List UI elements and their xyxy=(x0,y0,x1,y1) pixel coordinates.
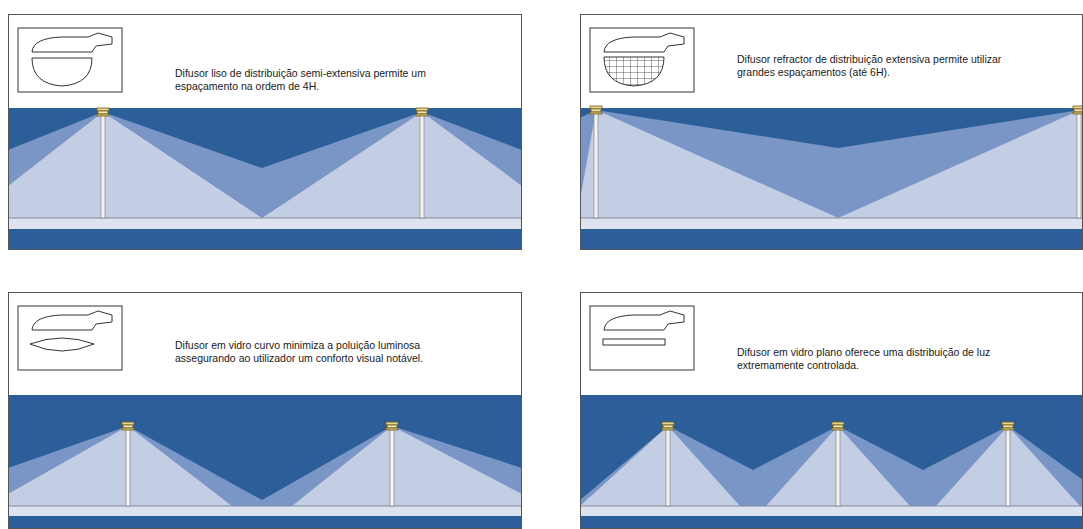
caption-text: Difusor em vidro curvo minimiza a poluiç… xyxy=(175,339,475,365)
caption-panel: Difusor refractor de distribuição extens… xyxy=(580,14,1083,250)
caption-panel: Difusor liso de distribuição semi-extens… xyxy=(8,14,522,250)
panel-curved-glass xyxy=(8,306,522,529)
caption-panel: Difusor em vidro curvo minimiza a poluiç… xyxy=(8,292,522,529)
panel-flat-glass xyxy=(580,306,1083,529)
caption-text: Difusor refractor de distribuição extens… xyxy=(737,53,1027,79)
panel-semi-extensive xyxy=(8,28,522,250)
caption-text: Difusor liso de distribuição semi-extens… xyxy=(175,67,475,93)
panel-extensive xyxy=(580,28,1083,250)
caption-panel: Difusor em vidro plano oferece uma distr… xyxy=(580,292,1083,529)
caption-text: Difusor em vidro plano oferece uma distr… xyxy=(737,346,1027,372)
